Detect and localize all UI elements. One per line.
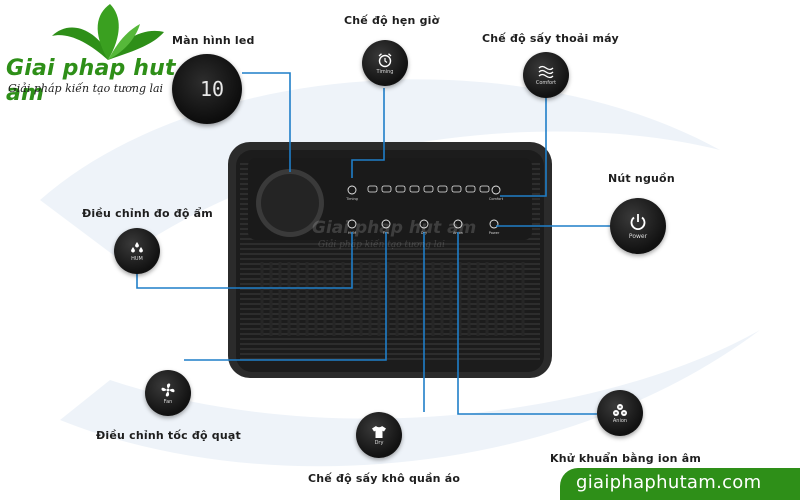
panel-timer-slot: [395, 185, 406, 193]
line-led: [242, 72, 291, 172]
ion-icon: [613, 403, 627, 416]
line-anion: [457, 232, 597, 415]
panel-indicator: [453, 219, 463, 229]
humidity-label: Điều chỉnh đo độ ẩm: [82, 207, 213, 220]
wave-icon: [538, 65, 554, 78]
panel-indicator: [419, 219, 429, 229]
bg-swoosh-top: [40, 79, 720, 260]
website-url[interactable]: giaiphaphutam.com: [576, 472, 762, 493]
power-button[interactable]: Power: [610, 198, 666, 254]
line-humidity: [136, 232, 353, 289]
website-banner: [560, 468, 800, 500]
panel-timer-slot: [367, 185, 378, 193]
power-caption: Power: [628, 233, 648, 240]
droplets-icon: [131, 241, 143, 252]
bg-swoosh-bottom: [60, 330, 760, 467]
panel-indicator: [381, 219, 391, 229]
led-knob-inner: [261, 174, 319, 232]
panel-indicator: [491, 185, 501, 195]
watermark-tagline: Giải pháp kiến tạo tương lai: [318, 240, 445, 250]
shirt-icon: [372, 425, 386, 438]
panel-indicator: [489, 219, 499, 229]
line-fan: [184, 232, 387, 361]
humidity-caption: HUM: [131, 255, 143, 262]
leaf-icon: [52, 4, 164, 60]
panel-caption: Timing: [345, 197, 358, 201]
fan-icon: [161, 383, 175, 396]
power-label: Nút nguồn: [608, 172, 675, 185]
timer-label: Chế độ hẹn giờ: [344, 14, 440, 27]
humidity-button[interactable]: HUM: [114, 228, 160, 274]
anion-button[interactable]: Anion: [597, 390, 643, 436]
watermark-title: Giai phap hut am: [312, 218, 477, 238]
fan-label: Điều chỉnh tốc độ quạt: [96, 429, 241, 442]
line-comfort: [500, 95, 547, 197]
timer-button[interactable]: Timing: [362, 40, 408, 86]
panel-indicator: [347, 219, 357, 229]
led-label: Màn hình led: [172, 34, 255, 47]
dry-label: Chế độ sấy khô quần áo: [308, 472, 461, 485]
panel-timer-slot: [437, 185, 448, 193]
panel-timer-slot: [465, 185, 476, 193]
brand-tagline: Giải pháp kiến tạo tương lai: [8, 82, 164, 95]
panel-timer-slot: [423, 185, 434, 193]
panel-caption: Power: [489, 231, 500, 235]
panel-timer-slot: [479, 185, 490, 193]
anion-label: Khử khuẩn bằng ion âm: [550, 452, 701, 465]
fan-button[interactable]: Fan: [145, 370, 191, 416]
panel-indicator: [347, 185, 357, 195]
anion-caption: Anion: [612, 417, 628, 424]
dry-caption: Dry: [374, 439, 384, 446]
led-display: 10: [172, 54, 242, 124]
panel-timer-slot: [451, 185, 462, 193]
comfort-button[interactable]: Comfort: [523, 52, 569, 98]
brand-logo: Giai phap hut am Giải pháp kiến tạo tươn…: [0, 0, 220, 106]
panel-timer-slot: [381, 185, 392, 193]
alarm-clock-icon: [378, 52, 392, 67]
connector-lines: [136, 72, 611, 415]
panel-timer-slot: [409, 185, 420, 193]
comfort-caption: Comfort: [535, 79, 557, 86]
dry-button[interactable]: Dry: [356, 412, 402, 458]
timer-caption: Timing: [376, 68, 394, 75]
led-value: 10: [199, 77, 225, 101]
fan-caption: Fan: [163, 398, 173, 405]
panel-caption: Comfort: [489, 197, 504, 201]
power-icon: [630, 214, 646, 231]
comfort-label: Chế độ sấy thoải máy: [482, 32, 619, 45]
brand-title: Giai phap hut am: [6, 56, 176, 106]
line-timer: [351, 88, 385, 178]
